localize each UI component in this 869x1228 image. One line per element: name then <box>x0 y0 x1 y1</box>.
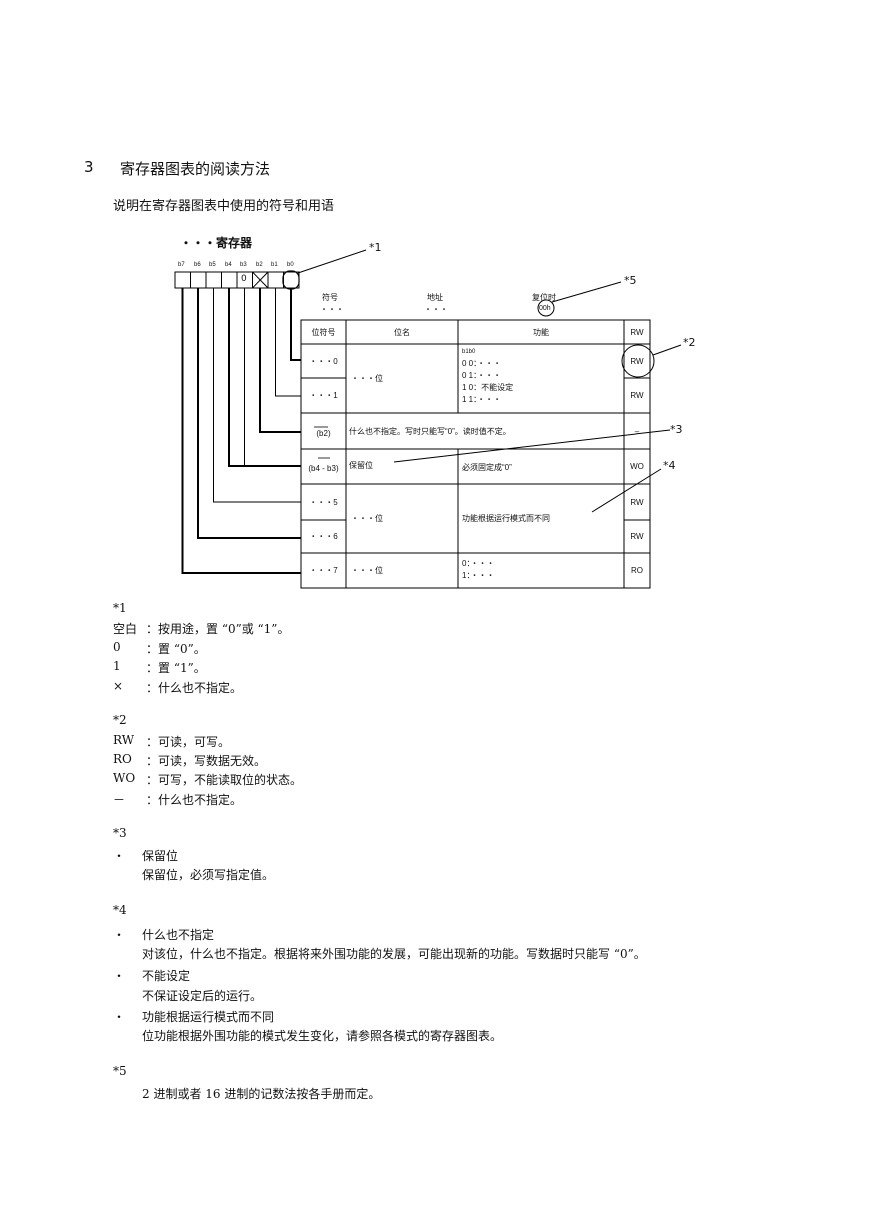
function-line: b1b0 <box>462 349 476 355</box>
merged-bit-name-01: ・・・位 <box>351 374 383 383</box>
note-5-mark: *5 <box>113 1064 127 1078</box>
table-row-symbol: ・・・5 <box>309 497 338 507</box>
merged-function-56: 功能根据运行模式而不同 <box>462 514 550 523</box>
table-row-name: ・・・位 <box>351 566 383 575</box>
note-2-text: ：可写，不能读取位的状态。 <box>146 773 303 787</box>
register-title: ・・・寄存器 <box>180 236 253 250</box>
header-bit-name: 位名 <box>394 327 410 337</box>
bit-label-b6: b6 <box>194 262 201 268</box>
address-label: 地址 <box>427 293 443 302</box>
note-4-item-body: 不保证设定后的运行。 <box>142 989 263 1003</box>
callout-5: *5 <box>624 274 637 287</box>
header-rw: RW <box>630 327 644 337</box>
table-row-symbol: ・・・1 <box>309 391 338 400</box>
reset-label: 复位时 <box>532 293 556 302</box>
note-2-key: WO <box>113 771 136 785</box>
bit-label-b3: b3 <box>240 262 247 268</box>
table-row-rw: RO <box>631 566 643 575</box>
callout-4: *4 <box>663 459 676 472</box>
bit-value-b3: 0 <box>241 274 247 284</box>
function-line: 0 0：・・・ <box>462 359 502 368</box>
merged-bit-name-56: ・・・位 <box>351 514 383 523</box>
note-4-item-body: 位功能根据外围功能的模式发生变化，请参照各模式的寄存器图表。 <box>142 1029 503 1043</box>
table-row-symbol: (b4 - b3) <box>308 464 339 473</box>
table-row-rw: – <box>634 426 640 436</box>
bit-label-b5: b5 <box>209 262 216 268</box>
bit-label-b1: b1 <box>271 262 278 268</box>
table-row-symbol: ・・・7 <box>309 566 338 575</box>
note-1-key: 1 <box>113 659 121 673</box>
callout-1: *1 <box>369 241 382 254</box>
note-3-mark: *3 <box>113 826 127 840</box>
table-row-rw: RW <box>630 356 644 366</box>
note-1-key: 空白 <box>113 622 138 636</box>
note-2-text: ：可读，写数据无效。 <box>146 754 267 768</box>
note-2-key: RW <box>113 733 135 747</box>
bit-label-b4: b4 <box>225 262 232 268</box>
bit-label-b2: b2 <box>256 262 263 268</box>
note-4-item-title: 功能根据运行模式而不同 <box>142 1010 275 1024</box>
section-number: 3 <box>84 158 94 176</box>
table-row-symbol: (b2) <box>316 429 331 438</box>
note-2-text: ：可读，可写。 <box>146 735 231 749</box>
callout-3: *3 <box>670 423 683 436</box>
table-row-rw: RW <box>630 391 644 400</box>
note-3-item-title: 保留位 <box>142 849 179 863</box>
note-1-mark: *1 <box>113 601 127 615</box>
table-row-symbol: ・・・6 <box>309 532 338 541</box>
function-b7: 0：・・・ 1：・・・ <box>462 558 494 582</box>
note-4-item-body: 对该位，什么也不指定。根据将来外围功能的发展，可能出现新的功能。写数据时只能写 … <box>142 947 646 961</box>
bullet: ・ <box>113 928 126 942</box>
reset-value: 00h <box>539 305 551 312</box>
function-line: 1 0：不能设定 <box>462 383 514 392</box>
note-5-body: 2 进制或者 16 进制的记数法按各手册而定。 <box>142 1087 381 1101</box>
note-1-key: 0 <box>113 640 121 654</box>
bullet: ・ <box>113 849 126 863</box>
bullet: ・ <box>113 969 126 983</box>
table-row-rw: WO <box>630 462 644 471</box>
note-1-key: × <box>113 679 124 693</box>
note-4-item-title: 什么也不指定 <box>142 928 215 942</box>
bit-label-b7: b7 <box>178 262 185 268</box>
note-4-item-title: 不能设定 <box>142 969 191 983</box>
address-value: ・・・ <box>424 305 448 314</box>
table-row-text: 什么也不指定。写时只能写“0”。读时值不定。 <box>349 426 511 436</box>
note-2-text: ：什么也不指定。 <box>146 793 243 807</box>
header-function: 功能 <box>533 327 549 337</box>
note-1-text: ：置 “1”。 <box>146 661 206 675</box>
note-1-text: ：按用途，置 “0”或 “1”。 <box>146 622 290 636</box>
function-b1b0: b1b0 0 0：・・・ 0 1：・・・ 1 0：不能设定 1 1：・・・ <box>462 346 513 406</box>
register-diagram-lines <box>174 249 682 589</box>
header-bit-symbol: 位符号 <box>311 327 336 337</box>
note-3-item-body: 保留位，必须写指定值。 <box>142 868 275 882</box>
section-intro: 说明在寄存器图表中使用的符号和用语 <box>113 199 335 214</box>
symbol-value: ・・・ <box>320 305 344 314</box>
note-2-key: － <box>113 793 126 807</box>
note-4-mark: *4 <box>113 903 127 917</box>
table-row-rw: RW <box>630 497 644 507</box>
table-row-name: 保留位 <box>349 461 373 470</box>
note-2-key: RO <box>113 752 132 766</box>
symbol-label: 符号 <box>322 293 338 302</box>
note-2-mark: *2 <box>113 713 127 727</box>
function-line: 0：・・・ <box>462 559 495 568</box>
table-row-function: 必须固定成“0” <box>462 463 512 472</box>
note-1-text: ：置 “0”。 <box>146 642 206 656</box>
table-row-rw: RW <box>630 532 644 541</box>
bit-label-b0: b0 <box>287 262 294 268</box>
section-title: 寄存器图表的阅读方法 <box>120 160 271 178</box>
table-row-symbol: ・・・0 <box>309 356 338 366</box>
function-line: 1：・・・ <box>462 571 495 580</box>
function-line: 1 1：・・・ <box>462 395 502 404</box>
callout-2: *2 <box>683 336 696 349</box>
bullet: ・ <box>113 1010 126 1024</box>
note-1-text: ：什么也不指定。 <box>146 681 243 695</box>
function-line: 0 1：・・・ <box>462 371 502 380</box>
